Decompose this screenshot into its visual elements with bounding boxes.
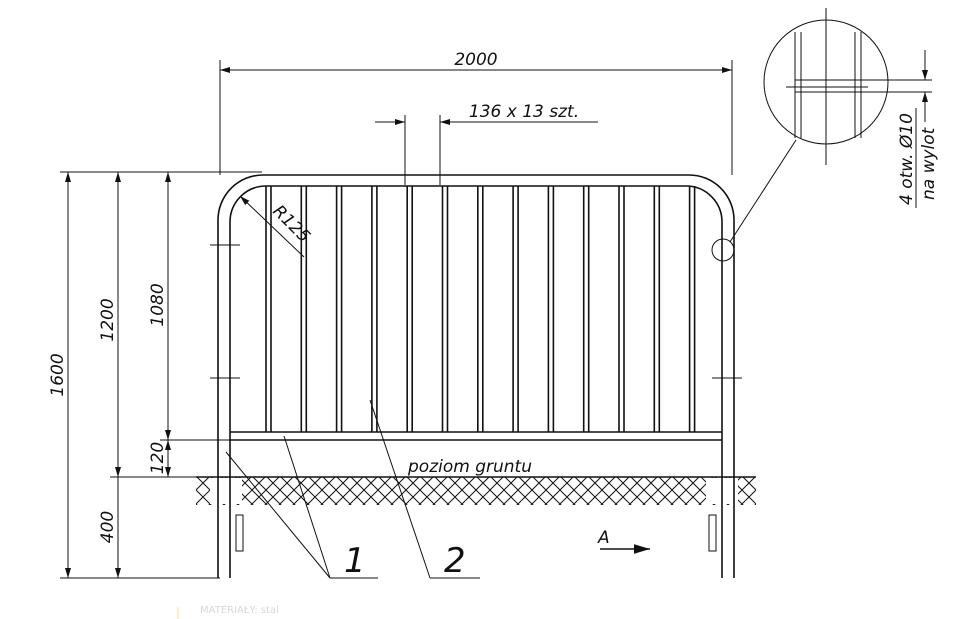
dim-depth: 400 [98, 511, 118, 543]
vertical-bar [547, 186, 555, 432]
detail-note-holes: 4 otw. Ø10 [897, 113, 917, 205]
ground-level-label: poziom gruntu [407, 457, 532, 477]
part-label-2: 2 [444, 541, 466, 581]
vertical-bar [371, 186, 378, 432]
fence-frame [210, 174, 742, 578]
dim-width: 2000 [454, 50, 497, 70]
vertical-bar [441, 186, 449, 432]
materials-note: MATERIAŁY: stal [200, 605, 279, 616]
vertical-bar [300, 186, 308, 432]
detail-marker [711, 238, 735, 262]
dim-frame-height: 1080 [148, 283, 168, 326]
detail-note-through: na wylot [919, 126, 939, 200]
vertical-bar [406, 186, 413, 432]
view-label: A [597, 528, 610, 548]
vertical-bar [618, 186, 625, 432]
ground-hatch [196, 477, 756, 505]
part-label-1: 1 [344, 541, 366, 581]
dim-ground-clearance: 120 [148, 442, 168, 474]
dim-height-above-ground: 1200 [98, 298, 118, 341]
dim-bar-spacing: 136 x 13 szt. [469, 102, 579, 122]
vertical-bar [688, 186, 696, 432]
vertical-bar [582, 186, 590, 432]
vertical-bars [265, 186, 696, 432]
dim-total-height: 1600 [48, 353, 68, 396]
vertical-bar [512, 186, 519, 432]
vertical-bar [335, 186, 343, 432]
vertical-bar [265, 186, 272, 432]
vertical-bar [653, 186, 661, 432]
footer-marker [177, 607, 179, 619]
detail-view [763, 8, 932, 165]
vertical-bar [477, 186, 484, 432]
